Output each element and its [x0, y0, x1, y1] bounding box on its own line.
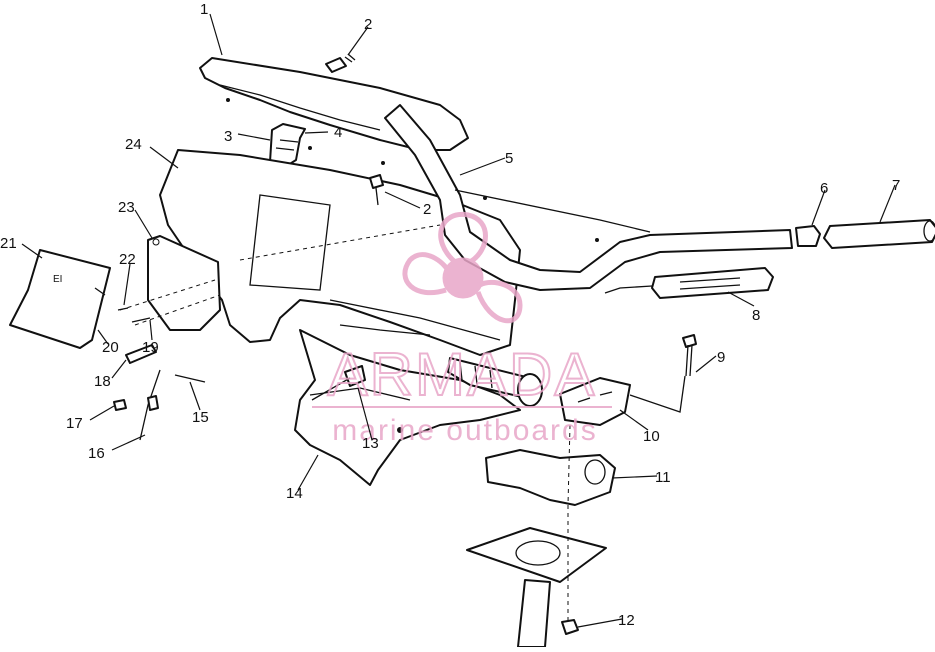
watermark-tagline: marine outboards	[332, 414, 597, 447]
part-side-panel: EI	[9, 249, 111, 349]
callout-7: 7	[892, 177, 900, 194]
callout-11: 11	[655, 469, 671, 486]
callout-2-upper: 2	[364, 16, 372, 33]
svg-text:EI: EI	[53, 274, 62, 285]
callout-1: 1	[200, 1, 208, 18]
callout-20: 20	[102, 339, 119, 356]
part-screw-lower	[369, 174, 384, 206]
part-small-hardware	[113, 307, 206, 441]
part-linkage	[311, 365, 366, 401]
part-mount-plate	[466, 505, 607, 648]
callout-3: 3	[224, 128, 232, 145]
propeller-logo-icon	[402, 212, 523, 324]
callout-5: 5	[505, 150, 513, 167]
callout-12: 12	[618, 612, 635, 629]
part-bracket-plate	[119, 235, 221, 331]
callout-22: 22	[119, 251, 136, 268]
callout-8: 8	[752, 307, 760, 324]
callout-2-lower: 2	[423, 201, 431, 218]
part-pivot-shaft	[447, 357, 543, 407]
callout-9: 9	[717, 349, 725, 366]
callout-labels: 1 2 2 3 4 5 6 7 8 9 10 11 12 13 14 15 16…	[0, 1, 900, 629]
callout-18: 18	[94, 373, 111, 390]
callout-4: 4	[334, 124, 342, 141]
leader-lines	[21, 13, 896, 628]
callout-24: 24	[125, 136, 142, 153]
part-bolt	[682, 334, 697, 377]
watermark: ARMADA marine outboards	[312, 212, 612, 447]
part-lower-bracket	[485, 424, 616, 506]
part-screw-upper	[325, 53, 356, 73]
callout-23: 23	[118, 199, 135, 216]
callout-16: 16	[88, 445, 105, 462]
callout-14: 14	[286, 485, 303, 502]
callout-15: 15	[192, 409, 209, 426]
callout-21: 21	[0, 235, 17, 252]
callout-13: 13	[362, 435, 379, 452]
callout-19: 19	[142, 339, 159, 356]
part-grip	[823, 219, 935, 249]
watermark-brand: ARMADA	[328, 341, 597, 408]
callout-6: 6	[820, 180, 828, 197]
part-upper-bracket	[559, 375, 686, 426]
part-collar	[795, 225, 821, 247]
callout-10: 10	[643, 428, 660, 445]
part-throttle-grip	[604, 267, 774, 299]
callout-17: 17	[66, 415, 83, 432]
